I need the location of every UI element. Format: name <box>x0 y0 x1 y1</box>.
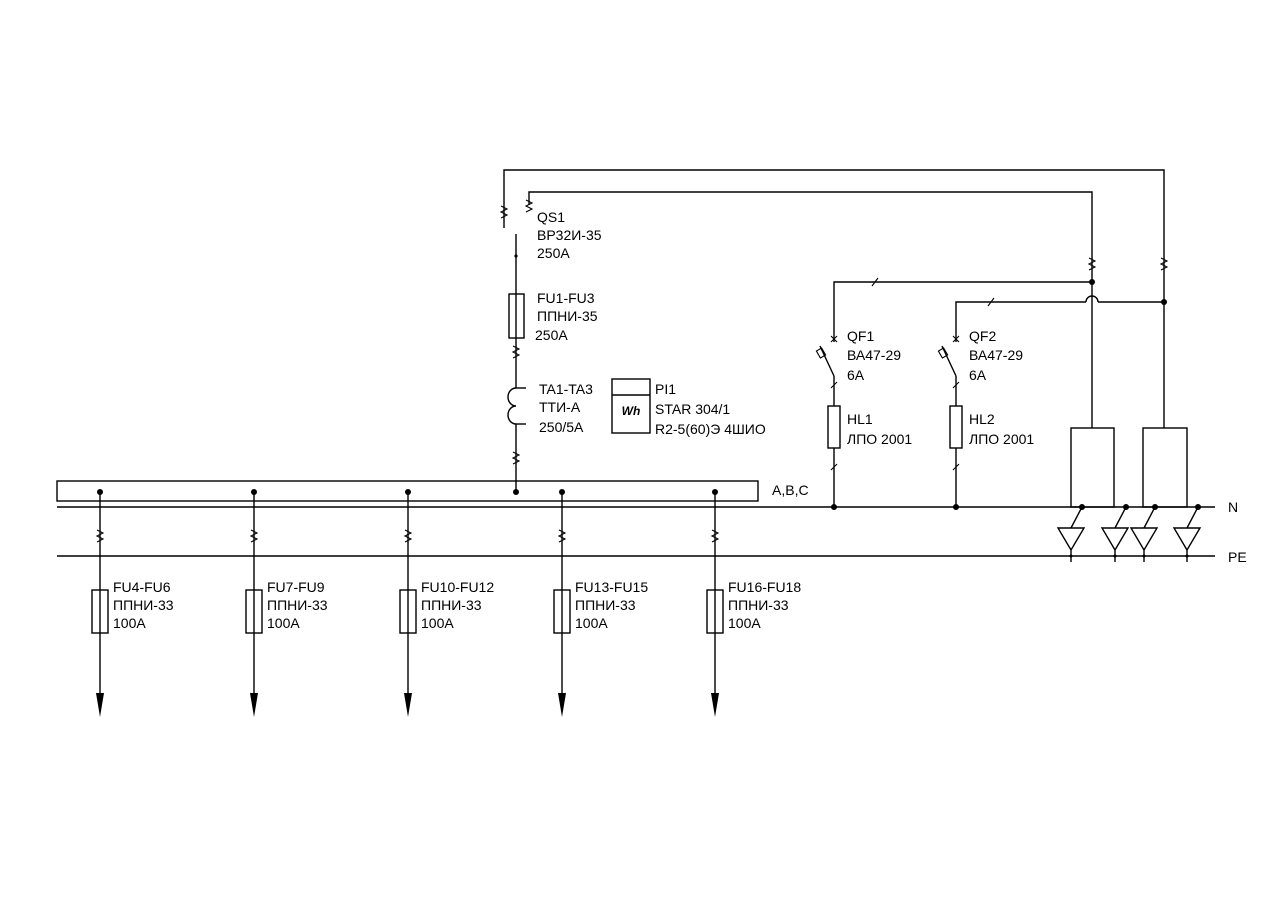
socket-symbol-1 <box>1056 504 1086 562</box>
qf1-ref: QF1 <box>847 328 874 344</box>
outgoing-feeder-4: FU13-FU15 ППНИ-33 100A <box>553 489 648 717</box>
qf2-type: ВА47-29 <box>969 347 1023 363</box>
feeder-5-rating: 100A <box>728 615 761 631</box>
feeder-2-rating: 100A <box>267 615 300 631</box>
socket-symbol-3 <box>1129 504 1159 562</box>
control-circuit-wiring <box>833 277 1167 428</box>
fu1-labels: FU1-FU3 ППНИ-35 250A <box>535 290 598 343</box>
meter-symbol-label: Wh <box>622 404 641 418</box>
hl2-labels: HL2 ЛПО 2001 <box>969 411 1034 447</box>
neutral-bus-label: N <box>1228 499 1238 515</box>
meter-model: STAR 304/1 <box>655 401 730 417</box>
ta-labels: TA1-TA3 ТТИ-А 250/5A <box>539 381 593 435</box>
fu1-rating: 250A <box>535 327 568 343</box>
socket-outlets <box>1056 427 1202 562</box>
hl1-ref: HL1 <box>847 411 873 427</box>
feeder-1-rating: 100A <box>113 615 146 631</box>
hl2-ref: HL2 <box>969 411 995 427</box>
feeder-2-ref: FU7-FU9 <box>267 579 325 595</box>
outgoing-feeder-1: FU4-FU6 ППНИ-33 100A <box>91 489 174 717</box>
main-feeder-chain <box>507 234 526 495</box>
qf2-rating: 6A <box>969 367 987 383</box>
fu1-type: ППНИ-35 <box>537 308 598 324</box>
lamp-hl1-symbol <box>827 405 841 449</box>
feeder-5-ref: FU16-FU18 <box>728 579 801 595</box>
feeder-3-rating: 100A <box>421 615 454 631</box>
meter-spec: R2-5(60)Э 4ШИО <box>655 421 766 437</box>
qf2-labels: QF2 ВА47-29 6A <box>969 328 1023 383</box>
socket-symbol-2 <box>1100 504 1130 562</box>
hl1-labels: HL1 ЛПО 2001 <box>847 411 912 447</box>
hl1-type: ЛПО 2001 <box>847 431 912 447</box>
feeder-3-ref: FU10-FU12 <box>421 579 494 595</box>
qs1-rating: 250A <box>537 245 570 261</box>
qs1-type: ВР32И-35 <box>537 227 602 243</box>
fu1-ref: FU1-FU3 <box>537 290 595 306</box>
feeder-4-rating: 100A <box>575 615 608 631</box>
feeder-4-ref: FU13-FU15 <box>575 579 648 595</box>
input-cables <box>499 169 1169 302</box>
meter-ref: PI1 <box>655 381 676 397</box>
feeder-1-type: ППНИ-33 <box>113 597 174 613</box>
socket-symbol-4 <box>1172 504 1202 562</box>
ta-ref: TA1-TA3 <box>539 381 593 397</box>
ta-type: ТТИ-А <box>539 399 581 415</box>
feeder-2-type: ППНИ-33 <box>267 597 328 613</box>
feeder-3-type: ППНИ-33 <box>421 597 482 613</box>
meter-pi1-symbol: Wh <box>611 378 651 434</box>
qs1-ref: QS1 <box>537 209 565 225</box>
hl2-type: ЛПО 2001 <box>969 431 1034 447</box>
breaker-qf1-branch <box>815 335 841 510</box>
breaker-qf2-branch <box>937 335 963 510</box>
qf1-labels: QF1 ВА47-29 6A <box>847 328 901 383</box>
feeder-4-type: ППНИ-33 <box>575 597 636 613</box>
lamp-hl2-symbol <box>949 405 963 449</box>
qs1-labels: QS1 ВР32И-35 250A <box>537 209 602 261</box>
current-transformer-symbol <box>507 387 526 425</box>
qf2-ref: QF2 <box>969 328 996 344</box>
qf1-rating: 6A <box>847 367 865 383</box>
qf1-type: ВА47-29 <box>847 347 901 363</box>
pe-bus-label: PE <box>1228 549 1247 565</box>
outgoing-feeder-5: FU16-FU18 ППНИ-33 100A <box>706 489 801 717</box>
phase-bus-label: A,B,C <box>772 482 809 498</box>
ta-ratio: 250/5A <box>539 419 584 435</box>
feeder-5-type: ППНИ-33 <box>728 597 789 613</box>
outgoing-feeder-3: FU10-FU12 ППНИ-33 100A <box>399 489 494 717</box>
feeder-1-ref: FU4-FU6 <box>113 579 171 595</box>
outgoing-feeder-2: FU7-FU9 ППНИ-33 100A <box>245 489 328 717</box>
meter-labels: PI1 STAR 304/1 R2-5(60)Э 4ШИО <box>655 381 766 437</box>
